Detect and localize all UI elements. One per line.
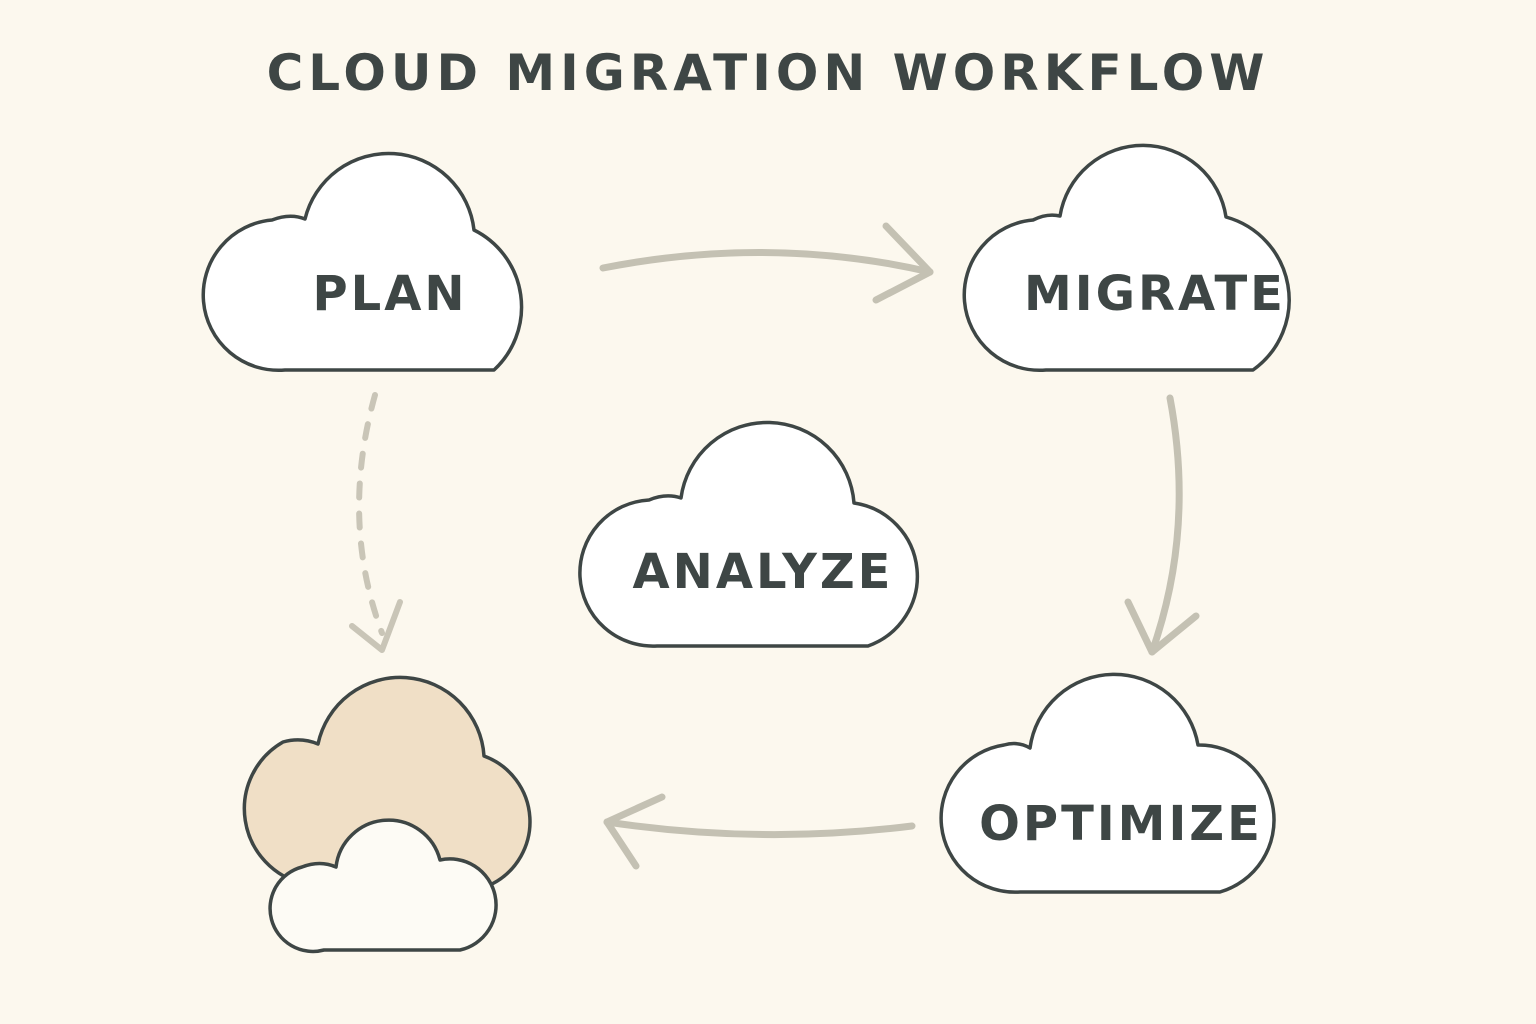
small-cloud-icon xyxy=(268,818,498,954)
arrow-plan-to-migrate xyxy=(599,222,934,304)
arrow-migrate-to-optimize xyxy=(1124,394,1200,656)
node-label-analyze: ANALYZE xyxy=(633,544,894,600)
node-label-migrate: MIGRATE xyxy=(1024,266,1286,322)
cloud-destination xyxy=(242,675,532,954)
node-label-optimize: OPTIMIZE xyxy=(979,796,1263,852)
layered-cloud-icon xyxy=(242,675,532,886)
cloud-icon xyxy=(962,143,1291,373)
cloud-icon xyxy=(578,420,920,648)
cloud-icon xyxy=(939,672,1276,894)
arrow-plan-to-destination-dashed xyxy=(349,392,403,653)
cloud-icon xyxy=(201,151,524,373)
cloud-analyze: ANALYZE xyxy=(578,420,920,648)
node-label-plan: PLAN xyxy=(312,266,467,322)
arrow-optimize-to-destination xyxy=(603,793,916,870)
cloud-migrate: MIGRATE xyxy=(962,143,1291,373)
cloud-plan: PLAN xyxy=(201,151,524,373)
diagram-title: CLOUD MIGRATION WORKFLOW xyxy=(266,44,1270,102)
cloud-optimize: OPTIMIZE xyxy=(939,672,1276,894)
